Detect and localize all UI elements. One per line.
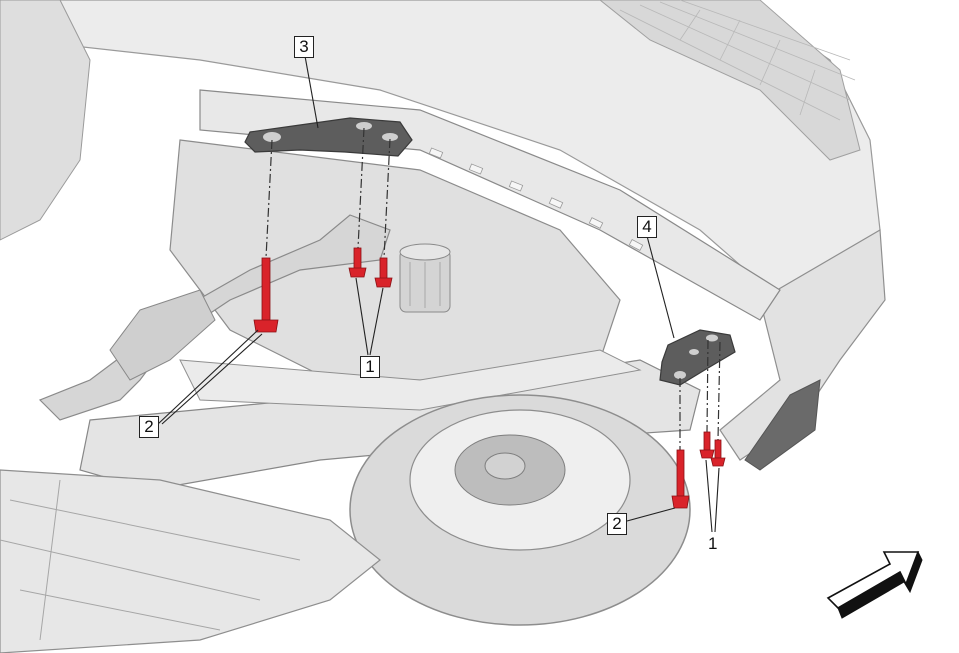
bracket-3 [244,117,413,157]
catalytic-converter [109,289,216,381]
bolt-1-center-a [348,247,367,278]
support-slots [428,147,644,252]
floor-ribs [0,479,301,641]
grille [599,0,861,161]
arrow-icon [826,550,923,619]
label-1-right: 1 [708,534,718,553]
alignment-lines [265,127,721,450]
callout-3: 3 [294,36,314,58]
callout-2-right: 2 [607,513,627,535]
callout-2-left: 2 [139,416,159,438]
grille-mesh [619,0,856,121]
bracket-4 [659,329,736,386]
callout-4: 4 [637,216,657,238]
bumper-dark-edge [744,379,821,471]
bolt-2-right [671,449,690,509]
leader-lines [157,55,720,533]
bolt-1-right-b [710,439,726,467]
subframe-crossmember [179,349,642,411]
callout-1-center: 1 [360,356,380,378]
bolt-2-left [253,257,279,333]
wheel-well-left [0,0,91,241]
oil-filter [399,243,451,313]
underbody-floor [0,469,381,653]
bolt-1-center-b [374,257,393,288]
front-tire [349,394,691,626]
